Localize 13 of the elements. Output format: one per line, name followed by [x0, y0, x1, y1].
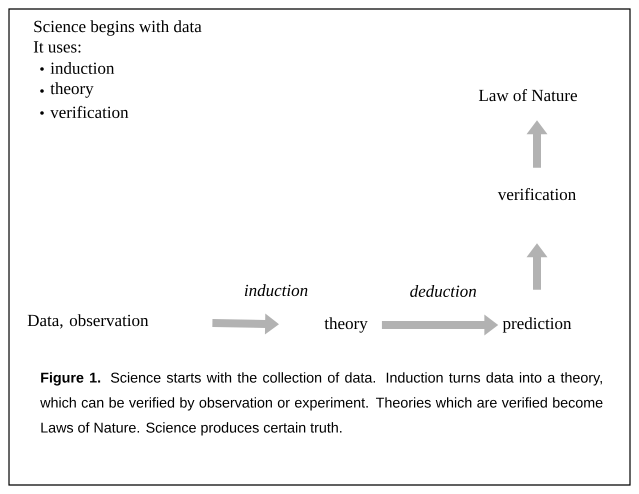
- bullet-item: induction: [50, 62, 114, 74]
- edge-label: induction: [244, 284, 308, 296]
- node-label: verification: [498, 188, 576, 200]
- node-label: Law of Nature: [478, 89, 577, 102]
- bullet-item: theory: [50, 82, 94, 98]
- edge-label: deduction: [410, 285, 476, 297]
- node-label: Data, observation: [28, 314, 148, 329]
- node-label: theory: [324, 317, 368, 333]
- text-line: Science begins with data: [34, 20, 202, 36]
- bullet-item: verification: [50, 106, 128, 118]
- text-line: It uses:: [34, 41, 80, 53]
- figure-caption: Figure 1. Science starts with the collection of data. Induction turns data into a theory, which can be verified by observation or experiment. Theories which are verified become Laws of Nature. Science produces certain truth.: [40, 372, 602, 436]
- node-label: prediction: [502, 317, 572, 333]
